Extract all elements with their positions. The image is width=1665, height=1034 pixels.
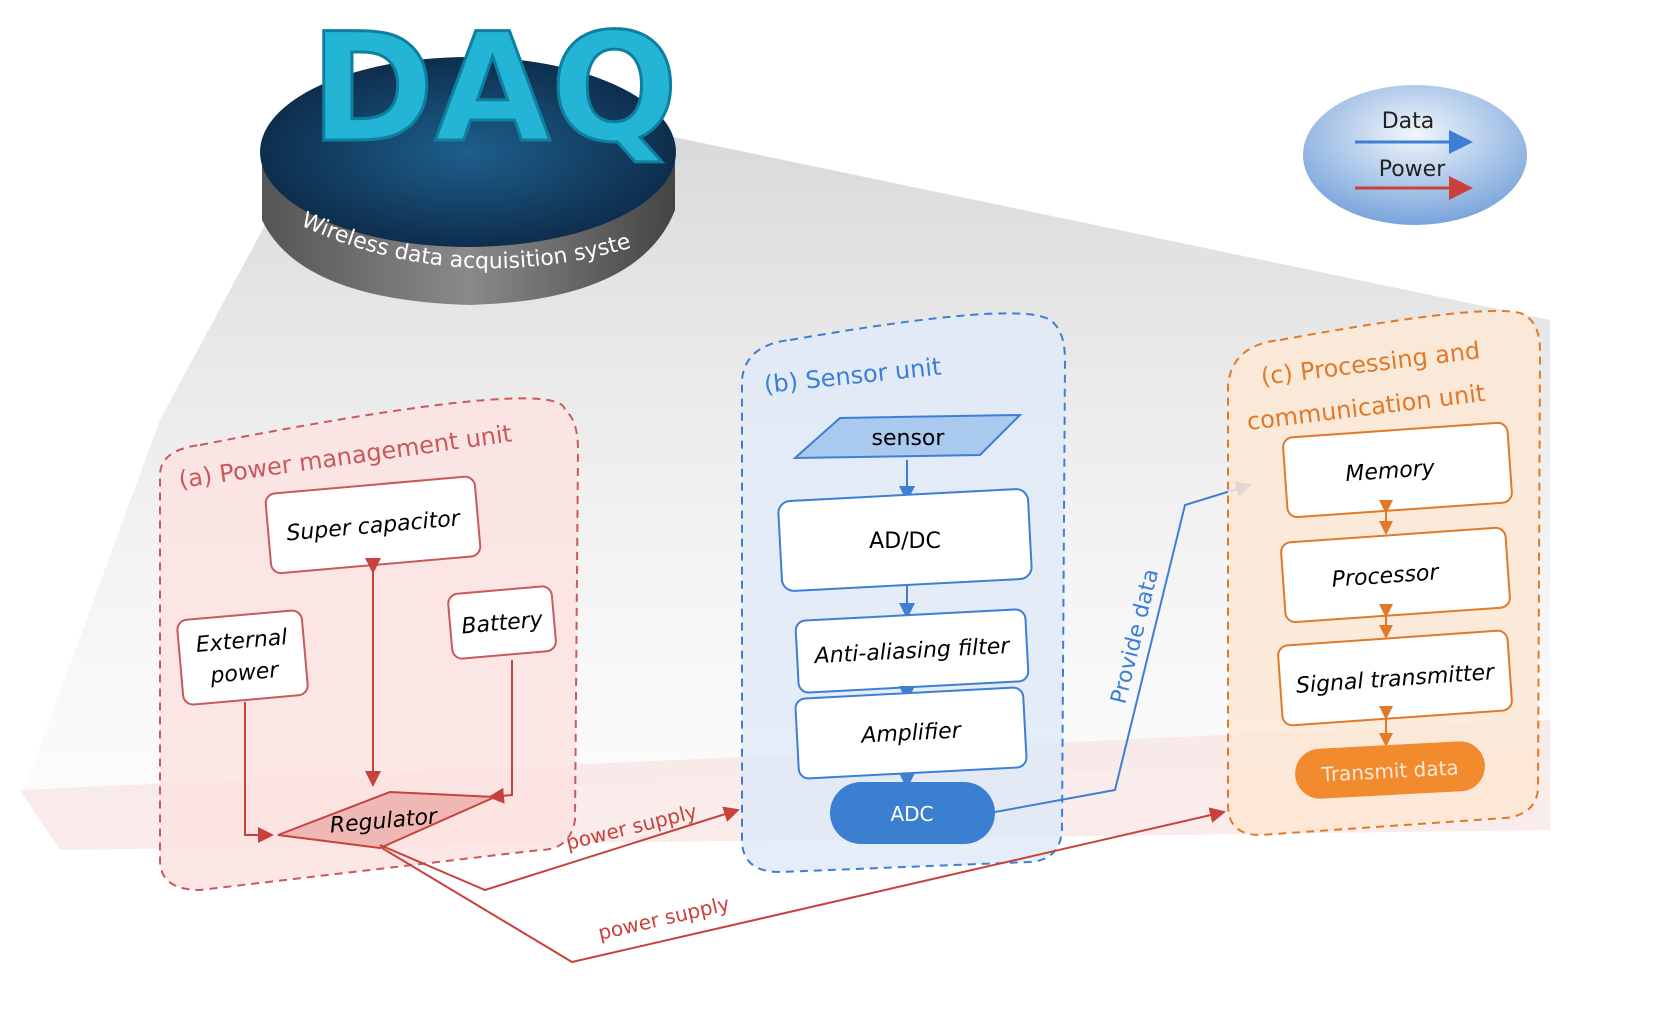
legend-data-label: Data	[1382, 109, 1435, 134]
power-supply-label-2: power supply	[596, 891, 732, 945]
provide-data-arrow	[994, 481, 1252, 813]
sensor-shape	[792, 413, 1023, 460]
external-power-box	[176, 609, 309, 706]
daq-logo: DAQ Wireless data acquisition system	[0, 0, 680, 305]
battery-box	[447, 585, 557, 660]
transmit-data-pill	[1295, 741, 1485, 799]
amplifier-label: Amplifier	[859, 718, 964, 748]
power-supply-line-processing	[381, 807, 1226, 964]
legend: Data Power	[1303, 85, 1527, 225]
amplifier-box	[794, 686, 1028, 780]
external-power-label-2: power	[208, 658, 281, 689]
signal-transmitter-box	[1277, 629, 1513, 727]
ad-dc-box	[777, 488, 1033, 592]
adc-label: ADC	[890, 802, 933, 826]
regulator-diamond	[277, 790, 496, 850]
ad-dc-label: AD/DC	[869, 529, 941, 554]
power-supply-line-sensor	[379, 806, 740, 892]
sensor-label: sensor	[872, 426, 946, 451]
power-management-panel: (a) Power management unit Super capacito…	[159, 397, 580, 892]
legend-power-label: Power	[1379, 157, 1446, 182]
processor-box	[1280, 526, 1511, 624]
processing-panel: (c) Processing and communication unit Me…	[1227, 309, 1542, 837]
memory-box	[1282, 421, 1513, 519]
logo-text: DAQ	[310, 2, 678, 176]
sensor-panel: (b) Sensor unit sensor AD/DC Anti-aliasi…	[741, 312, 1067, 874]
adc-pill	[830, 782, 995, 844]
